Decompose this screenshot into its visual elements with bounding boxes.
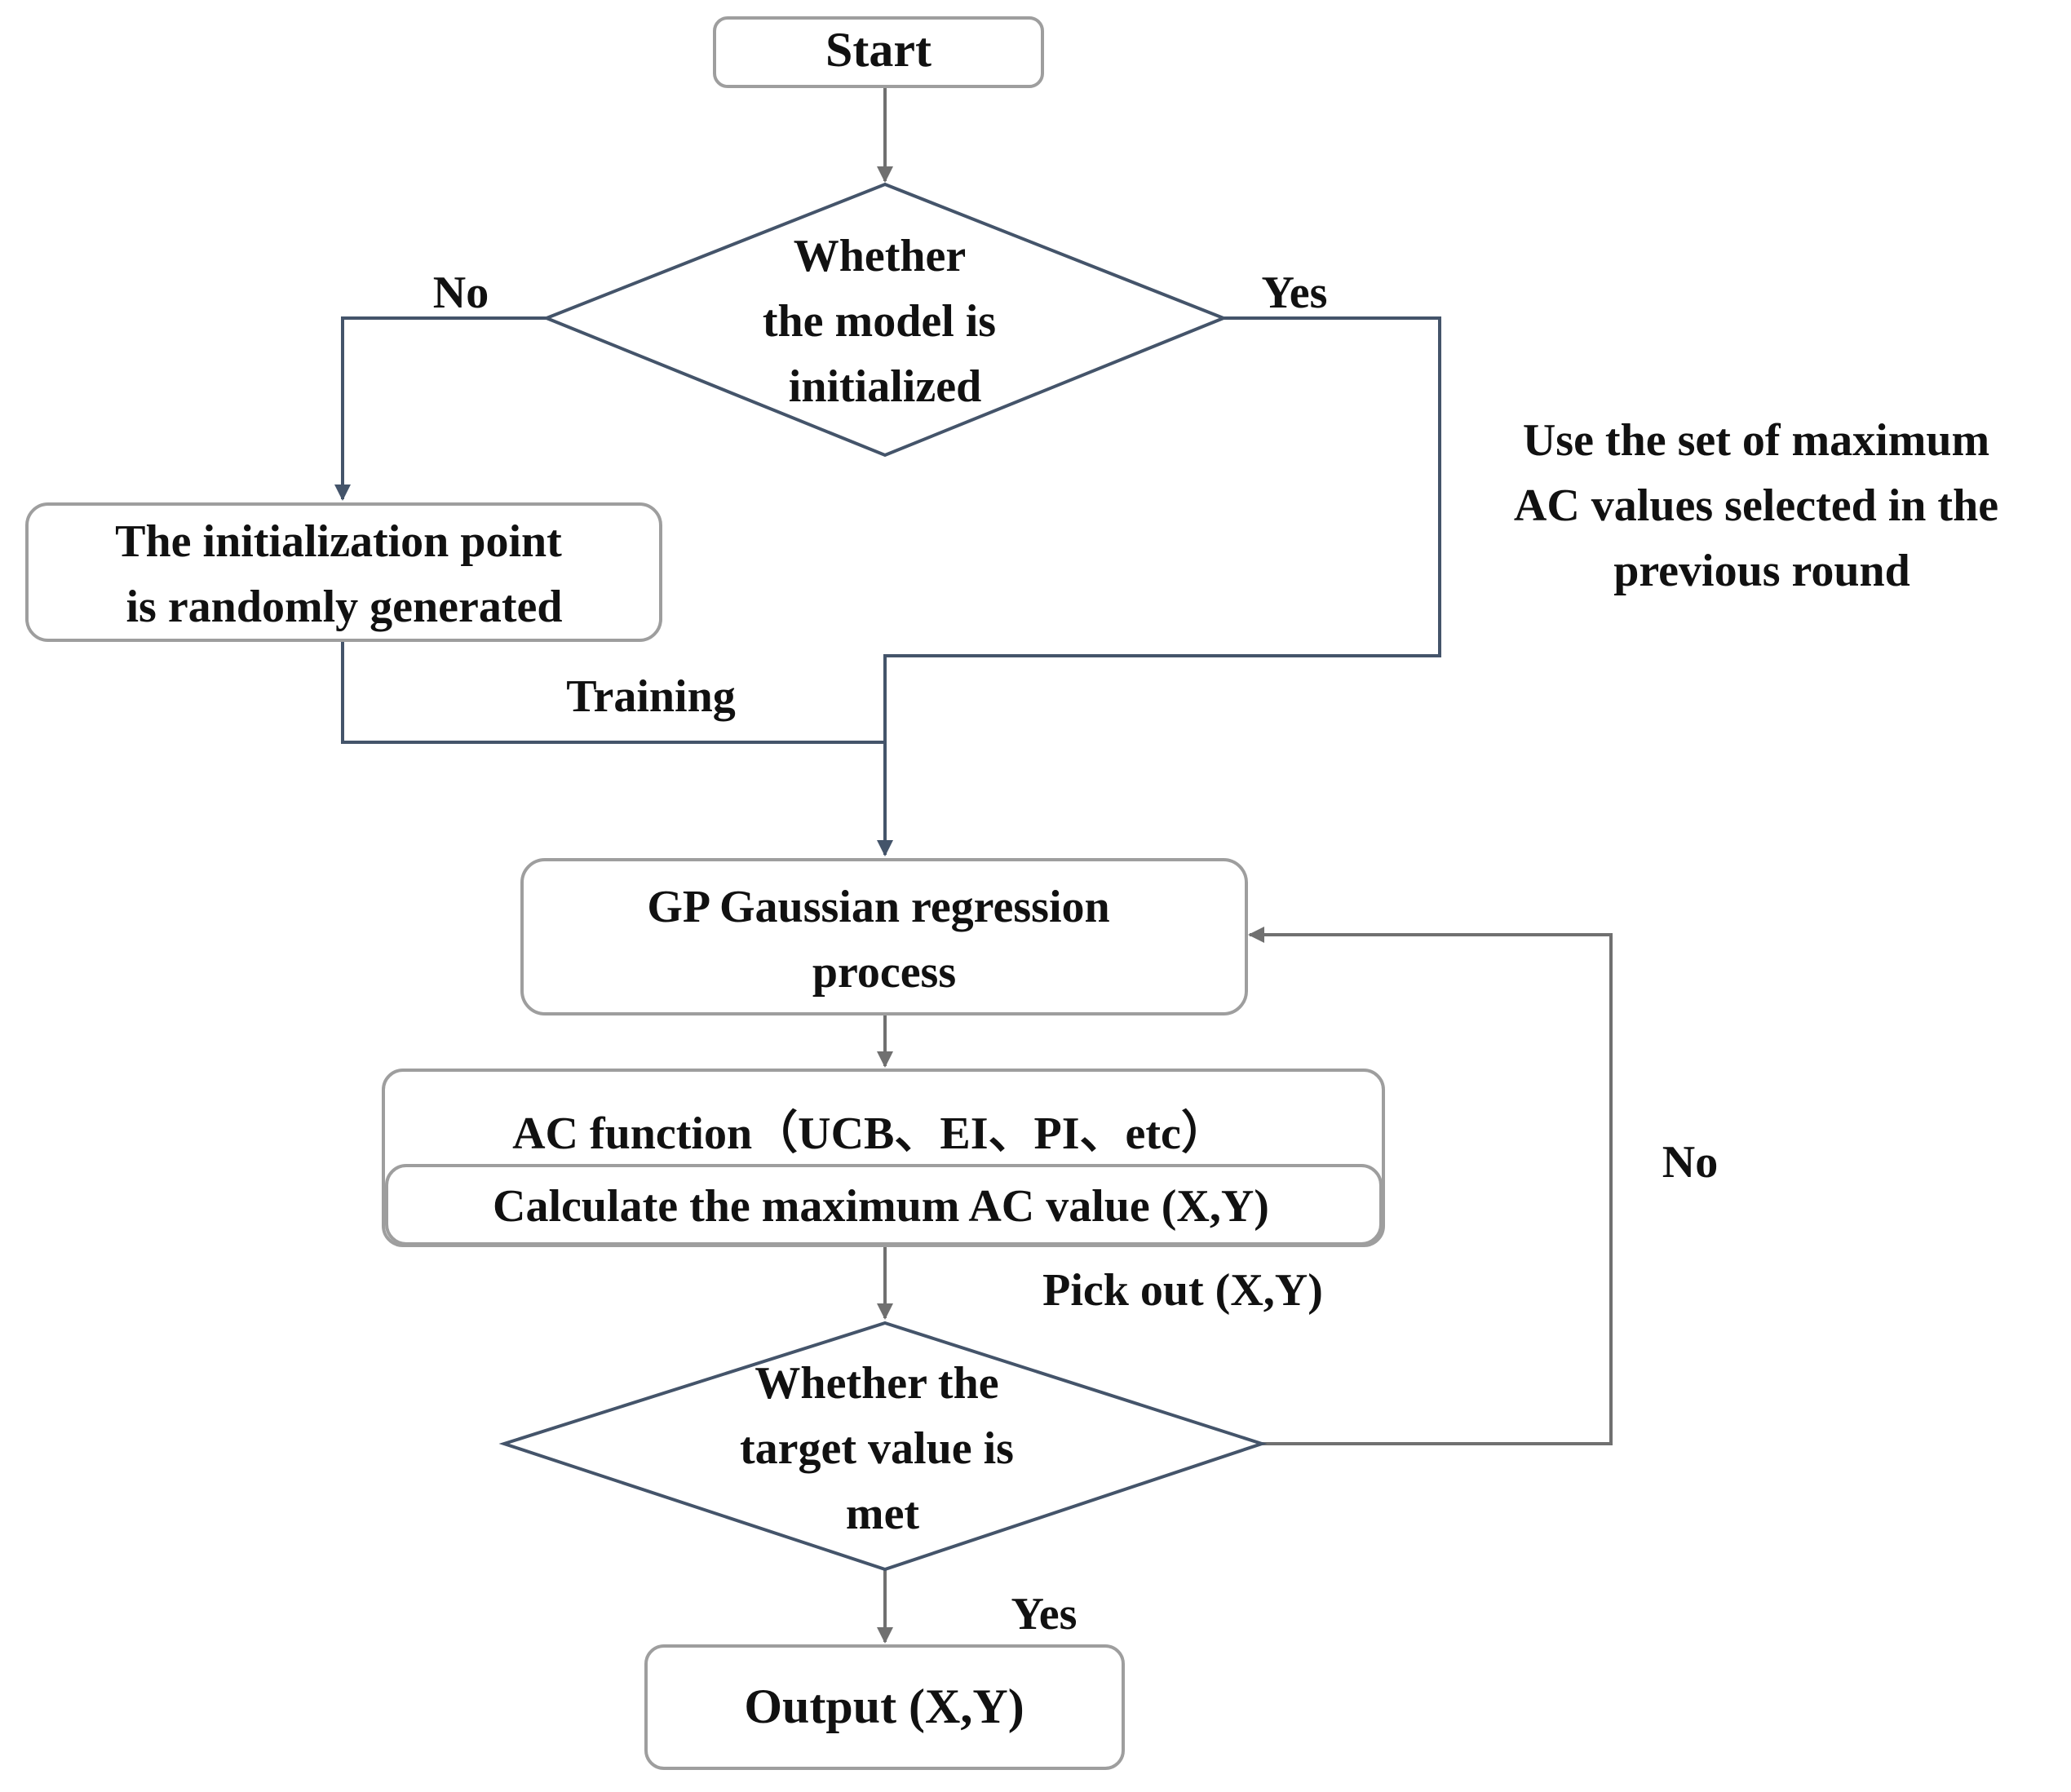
init-no-label: No	[433, 268, 489, 318]
output-label: Output (X,Y)	[744, 1679, 1024, 1733]
decision-target-met-line-1: Whether the	[754, 1358, 998, 1409]
decision-model-initialized-line-1: Whether	[794, 231, 966, 281]
output-box	[644, 1644, 1125, 1770]
reuse-line-1: Use the set of maximum	[1523, 415, 1989, 466]
decision-model-initialized-line-3: initialized	[789, 361, 981, 412]
connector-training	[341, 640, 893, 856]
decision-model-initialized-label: Whether the model is initialized	[763, 231, 1007, 412]
start-box	[713, 16, 1044, 88]
target-no-label: No	[1662, 1137, 1718, 1188]
ac-function-label: AC function（UCB、EI、PI、etc）	[512, 1108, 1227, 1159]
gp-regression-line-1: GP Gaussian regression	[647, 882, 1109, 932]
gp-regression-line-2: process	[812, 947, 956, 998]
calc-max-box	[385, 1164, 1383, 1246]
connector-init-no	[334, 316, 547, 501]
decision-target-met-line-3: met	[846, 1489, 920, 1539]
decision-target-met	[498, 1321, 1268, 1572]
target-yes-label: Yes	[1011, 1589, 1078, 1639]
training-label: Training	[566, 671, 735, 722]
decision-target-met-label: Whether the target value is met	[740, 1358, 1025, 1539]
start-label: Start	[825, 23, 932, 77]
random-init-label: The initialization point is randomly gen…	[115, 516, 573, 632]
calc-max-label: Calculate the maximum AC value (X,Y)	[493, 1181, 1269, 1232]
decision-model-initialized-line-2: the model is	[763, 296, 996, 347]
pick-out-label: Pick out (X,Y)	[1042, 1265, 1323, 1316]
decision-model-initialized	[542, 182, 1228, 458]
gp-regression-label: GP Gaussian regression process	[647, 882, 1121, 998]
init-yes-label: Yes	[1262, 268, 1328, 318]
random-init-line-2: is randomly generated	[126, 582, 562, 632]
random-init-box	[25, 502, 662, 642]
connector-init-yes	[883, 316, 1441, 742]
reuse-line-3: previous round	[1613, 546, 1910, 596]
reuse-line-2: AC values selected in the	[1514, 480, 1998, 531]
connector-target-no	[1248, 927, 1613, 1445]
reuse-label: Use the set of maximum AC values selecte…	[1514, 415, 2010, 596]
gp-regression-box	[520, 858, 1248, 1015]
random-init-line-1: The initialization point	[115, 516, 562, 567]
decision-target-met-line-2: target value is	[740, 1423, 1014, 1474]
